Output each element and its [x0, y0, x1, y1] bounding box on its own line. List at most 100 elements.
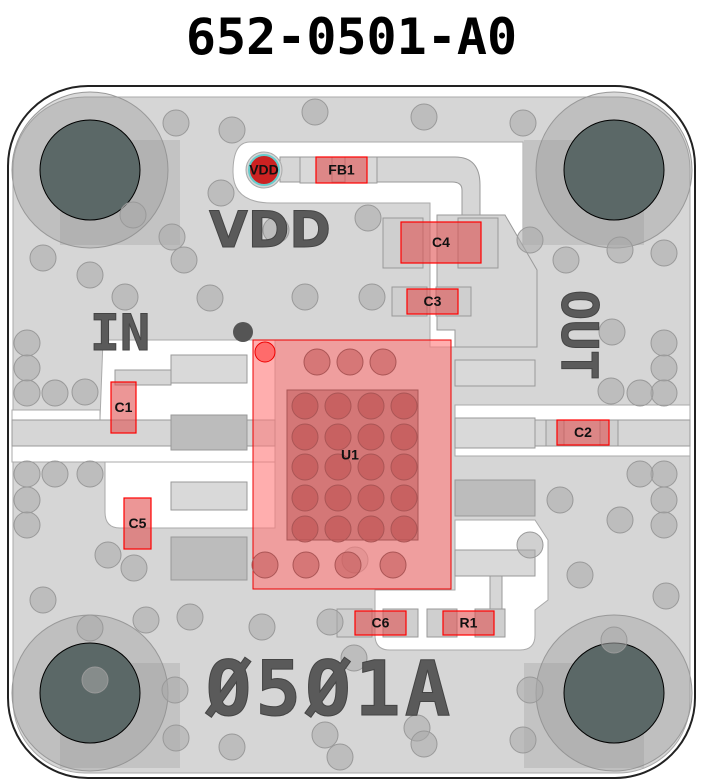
via — [291, 283, 319, 311]
via — [162, 724, 190, 752]
via — [170, 246, 198, 274]
via — [358, 283, 386, 311]
via — [13, 511, 41, 539]
component-c3[interactable]: C3 — [406, 288, 459, 315]
via — [516, 531, 544, 559]
via — [509, 726, 537, 754]
component-c1[interactable]: C1 — [110, 381, 137, 434]
u1-ball — [303, 348, 331, 376]
via — [509, 109, 537, 137]
pin1-marker — [233, 322, 253, 342]
u1-ball — [390, 392, 418, 420]
via — [516, 676, 544, 704]
component-r1[interactable]: R1 — [442, 610, 495, 636]
via — [76, 460, 104, 488]
u1-ball — [291, 515, 319, 543]
via — [76, 614, 104, 642]
via — [13, 379, 41, 407]
u1-ball — [291, 453, 319, 481]
via — [598, 318, 626, 346]
mounting-hole — [524, 91, 693, 249]
u1-ball — [390, 515, 418, 543]
u1-ball — [324, 392, 352, 420]
via — [94, 541, 122, 569]
via — [340, 644, 368, 672]
mounting-hole — [524, 614, 693, 772]
r1-label: R1 — [460, 615, 478, 631]
component-c2[interactable]: C2 — [556, 419, 610, 446]
u1-ball — [291, 392, 319, 420]
via — [218, 733, 246, 761]
u1-ball — [336, 348, 364, 376]
via — [597, 377, 625, 405]
c5-label: C5 — [129, 515, 147, 531]
via — [13, 460, 41, 488]
component-c6[interactable]: C6 — [354, 610, 407, 636]
via — [410, 730, 438, 758]
via — [158, 223, 186, 251]
via — [207, 179, 235, 207]
via — [111, 283, 139, 311]
via — [600, 626, 628, 654]
u1-ball — [390, 423, 418, 451]
u1-ball — [357, 423, 385, 451]
via — [218, 116, 246, 144]
component-fb1[interactable]: FB1 — [315, 156, 368, 184]
u1-ball — [324, 453, 352, 481]
via — [650, 511, 678, 539]
via — [626, 379, 654, 407]
via — [161, 676, 189, 704]
vdd-pad[interactable]: VDD — [245, 151, 283, 189]
silk-board-id: Ø5Ø1A — [205, 644, 455, 733]
via — [326, 743, 354, 771]
c4-label: C4 — [432, 234, 450, 250]
u1-ball — [334, 551, 362, 579]
via — [650, 239, 678, 267]
silk-out: OUT — [550, 290, 608, 380]
u1-ball — [369, 348, 397, 376]
board-title: 652-0501-A0 — [185, 8, 518, 66]
component-c4[interactable]: C4 — [400, 221, 482, 264]
u1-ball — [251, 551, 279, 579]
via — [76, 261, 104, 289]
via — [176, 603, 204, 631]
pin1-pad — [254, 341, 276, 363]
u1-ball — [324, 423, 352, 451]
via — [546, 486, 574, 514]
via — [13, 329, 41, 357]
c3-label: C3 — [424, 293, 442, 309]
u1-ball — [390, 484, 418, 512]
via — [301, 98, 329, 126]
c1-label: C1 — [115, 399, 133, 415]
component-c5[interactable]: C5 — [123, 497, 152, 550]
via — [29, 586, 57, 614]
via — [81, 666, 109, 694]
c2-label: C2 — [574, 424, 592, 440]
component-u1[interactable]: U1 — [233, 322, 452, 590]
silk-in: IN — [90, 304, 150, 362]
u1-ball — [357, 515, 385, 543]
via — [120, 554, 148, 582]
via — [552, 246, 580, 274]
u1-ball — [292, 551, 320, 579]
via — [41, 379, 69, 407]
via — [626, 460, 654, 488]
silk-vdd: VDD — [209, 201, 331, 259]
via — [606, 236, 634, 264]
u1-ball — [324, 484, 352, 512]
u1-ball — [324, 515, 352, 543]
via — [410, 103, 438, 131]
via — [162, 109, 190, 137]
via — [248, 613, 276, 641]
mounting-holes — [11, 91, 693, 772]
u1-ball — [357, 484, 385, 512]
via — [262, 216, 290, 244]
via — [71, 378, 99, 406]
u1-ball — [357, 392, 385, 420]
u1-ball — [357, 453, 385, 481]
u1-ball — [291, 484, 319, 512]
via — [316, 608, 344, 636]
via — [650, 379, 678, 407]
via — [132, 606, 160, 634]
